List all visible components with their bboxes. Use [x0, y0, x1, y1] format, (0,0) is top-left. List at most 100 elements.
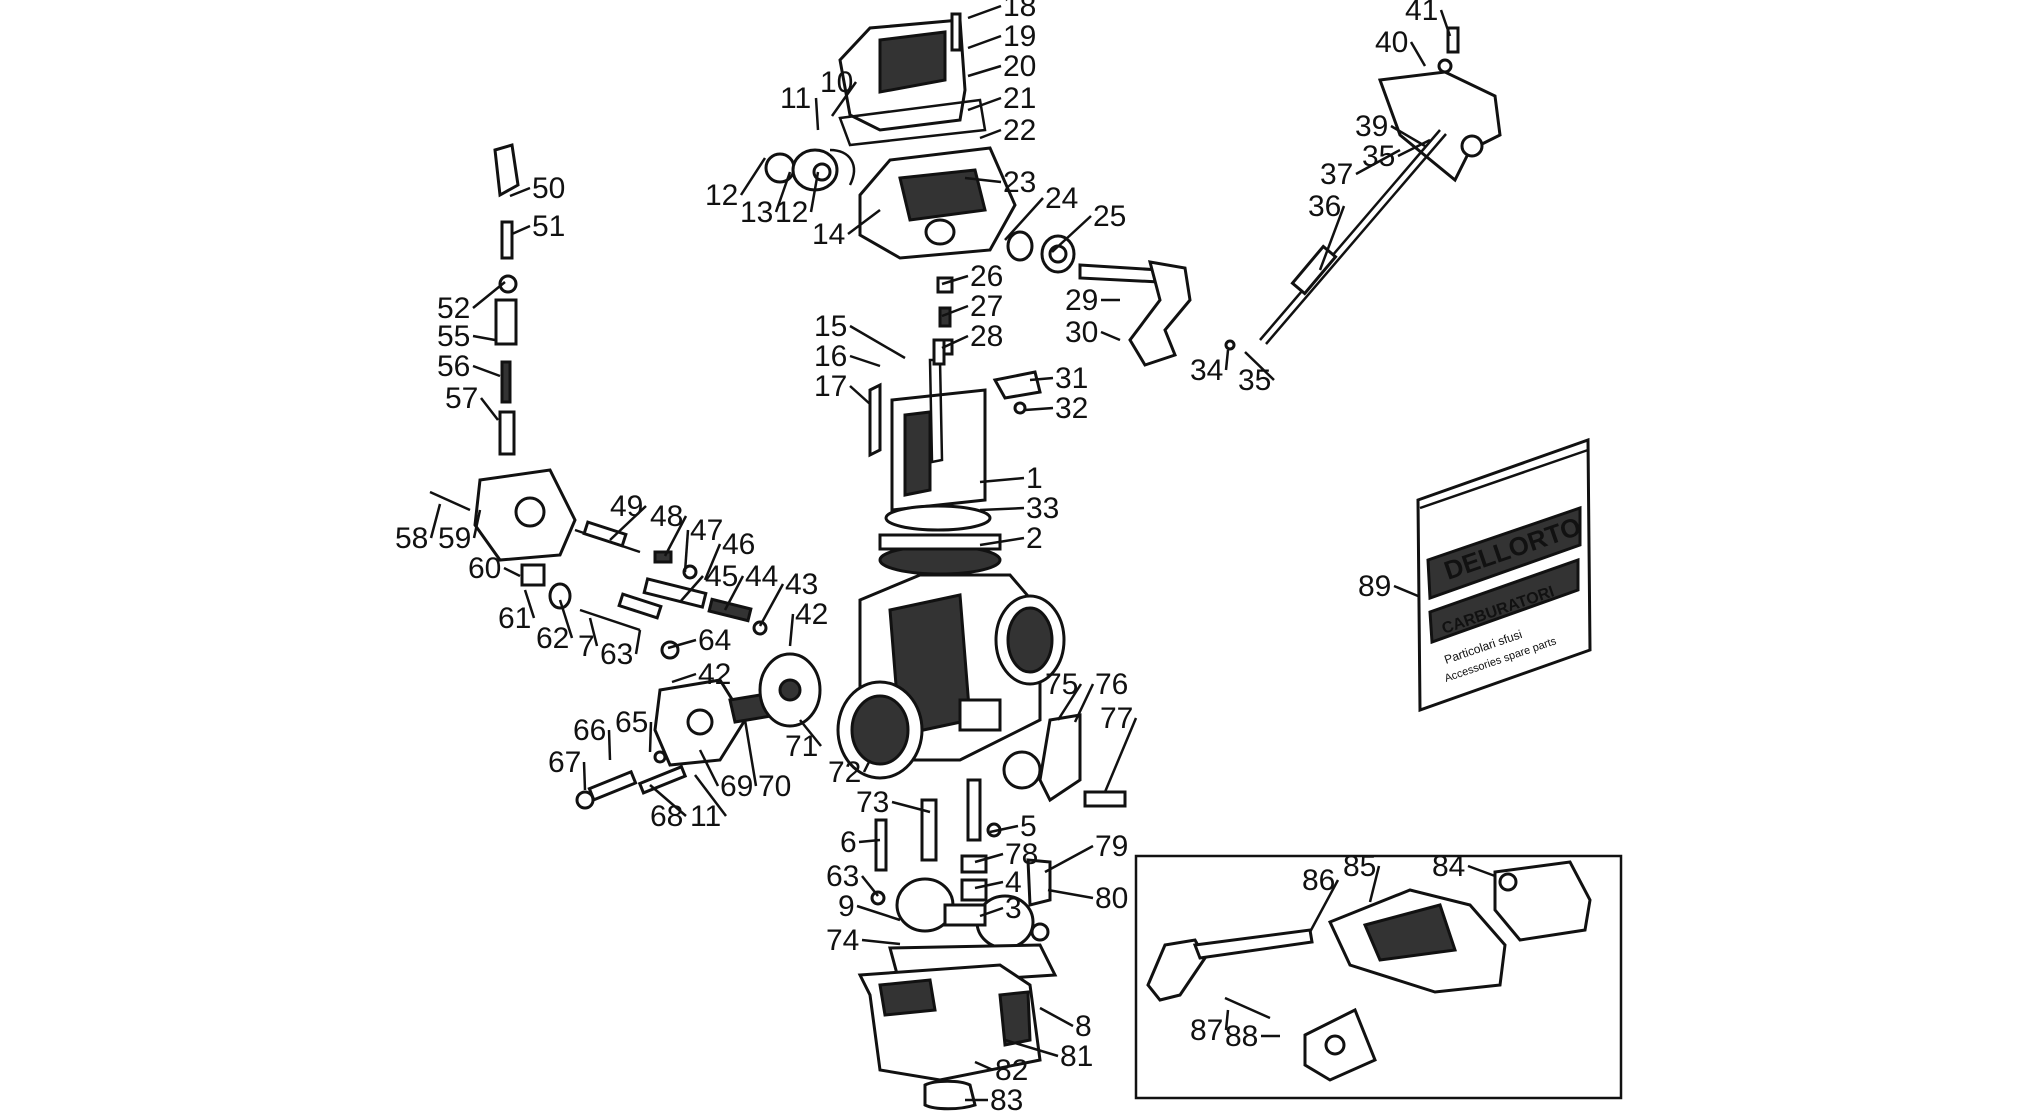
leader-line: [1051, 215, 1092, 253]
leader-line: [588, 617, 599, 647]
leader-line: [849, 385, 871, 405]
part-callout: 25: [1093, 200, 1126, 233]
part-callout: 59: [438, 522, 471, 555]
part-callout: 34: [1190, 354, 1223, 387]
part-callout: 66: [573, 714, 606, 747]
part-callout: 46: [722, 528, 755, 561]
part-callout: 83: [990, 1084, 1023, 1112]
part-callout: 75: [1045, 668, 1078, 701]
leader-line: [743, 719, 758, 787]
part-callout: 13: [740, 196, 773, 229]
leader-line: [941, 274, 969, 286]
leader-line: [861, 875, 879, 897]
leader-line: [472, 334, 496, 342]
leader-line: [429, 503, 442, 539]
part-callout: 58: [395, 522, 428, 555]
part-callout: 50: [532, 172, 565, 205]
leader-line: [739, 157, 767, 196]
leader-line: [1103, 717, 1138, 793]
part-callout: 64: [698, 624, 731, 657]
part-callout: 68: [650, 800, 683, 833]
part-callout: 76: [1095, 668, 1128, 701]
part-callout: 77: [1100, 702, 1133, 735]
leader-line: [847, 209, 881, 235]
leader-line: [964, 176, 1002, 184]
part-callout: 4: [1005, 866, 1022, 899]
parts-bag: DELLORTO CARBURATORI Particolari sfusi A…: [1416, 437, 1592, 713]
part-callout: 72: [828, 756, 861, 789]
part-callout: 32: [1055, 392, 1088, 425]
leader-line: [558, 599, 574, 639]
leader-line: [1439, 9, 1452, 37]
linkage-rod: [1224, 26, 1502, 351]
leader-line: [974, 1060, 994, 1072]
leader-line: [967, 64, 1002, 78]
leader-line: [1409, 41, 1427, 67]
carburetor-body: [836, 573, 1066, 780]
leader-line: [1047, 888, 1094, 900]
float-bowl: [857, 877, 1058, 1111]
leader-line: [648, 721, 653, 753]
leader-line: [1244, 351, 1275, 381]
leader-line: [967, 4, 1002, 20]
leader-line: [849, 354, 881, 368]
part-callout: 5: [1020, 810, 1037, 843]
part-callout: 49: [610, 490, 643, 523]
leader-line: [967, 96, 1002, 112]
throttle-shaft-lever: [1006, 230, 1192, 367]
leader-line: [858, 838, 881, 844]
leader-line: [974, 852, 1004, 864]
leader-line: [472, 281, 506, 309]
leader-line: [979, 506, 1025, 512]
leader-line: [1224, 1009, 1230, 1031]
leader-line: [698, 749, 720, 787]
leader-line: [523, 589, 536, 619]
part-callout: 51: [532, 210, 565, 243]
part-callout: 42: [795, 598, 828, 631]
part-callout: 78: [1005, 838, 1038, 871]
leader-line: [703, 543, 722, 581]
part-callout: 52: [437, 292, 470, 325]
leader-line: [861, 938, 901, 946]
top-cover: [838, 12, 987, 147]
leader-line: [1100, 330, 1121, 342]
leader-line: [1390, 124, 1426, 148]
part-callout: 74: [826, 924, 859, 957]
leader-line: [1368, 865, 1381, 903]
part-callout: 86: [1302, 864, 1335, 897]
leader-line: [694, 774, 727, 817]
leader-line: [607, 729, 612, 761]
part-callout: 84: [1432, 850, 1465, 883]
part-callout: 39: [1355, 110, 1388, 143]
leader-line: [667, 638, 697, 650]
part-callout: 71: [785, 730, 818, 763]
part-callout: 11: [780, 82, 811, 115]
leader-line: [582, 761, 587, 791]
leader-line: [979, 476, 1025, 484]
part-callout: 48: [650, 500, 683, 533]
part-callout: 6: [840, 826, 857, 859]
part-callout: 41: [1405, 0, 1438, 27]
part-callout: 20: [1003, 50, 1036, 83]
part-callout: 26: [970, 260, 1003, 293]
part-callout: 56: [437, 350, 470, 383]
leader-line: [979, 536, 1025, 547]
part-callout: 43: [785, 568, 818, 601]
leader-line: [809, 171, 820, 213]
part-callout: 44: [745, 560, 778, 593]
leader-line: [472, 364, 501, 378]
leader-line: [891, 800, 931, 814]
part-callout: 70: [758, 770, 791, 803]
leader-line: [723, 575, 745, 611]
part-callout: 7: [578, 630, 595, 663]
part-callout: 62: [536, 622, 569, 655]
part-callout: 85: [1343, 850, 1376, 883]
part-callout: 35: [1238, 364, 1271, 397]
inset-alt-parts: [1134, 854, 1623, 1100]
part-callout: 3: [1005, 892, 1022, 925]
leader-line: [1044, 844, 1094, 874]
part-callout: 1: [1026, 462, 1043, 495]
part-callout: 47: [690, 514, 723, 547]
